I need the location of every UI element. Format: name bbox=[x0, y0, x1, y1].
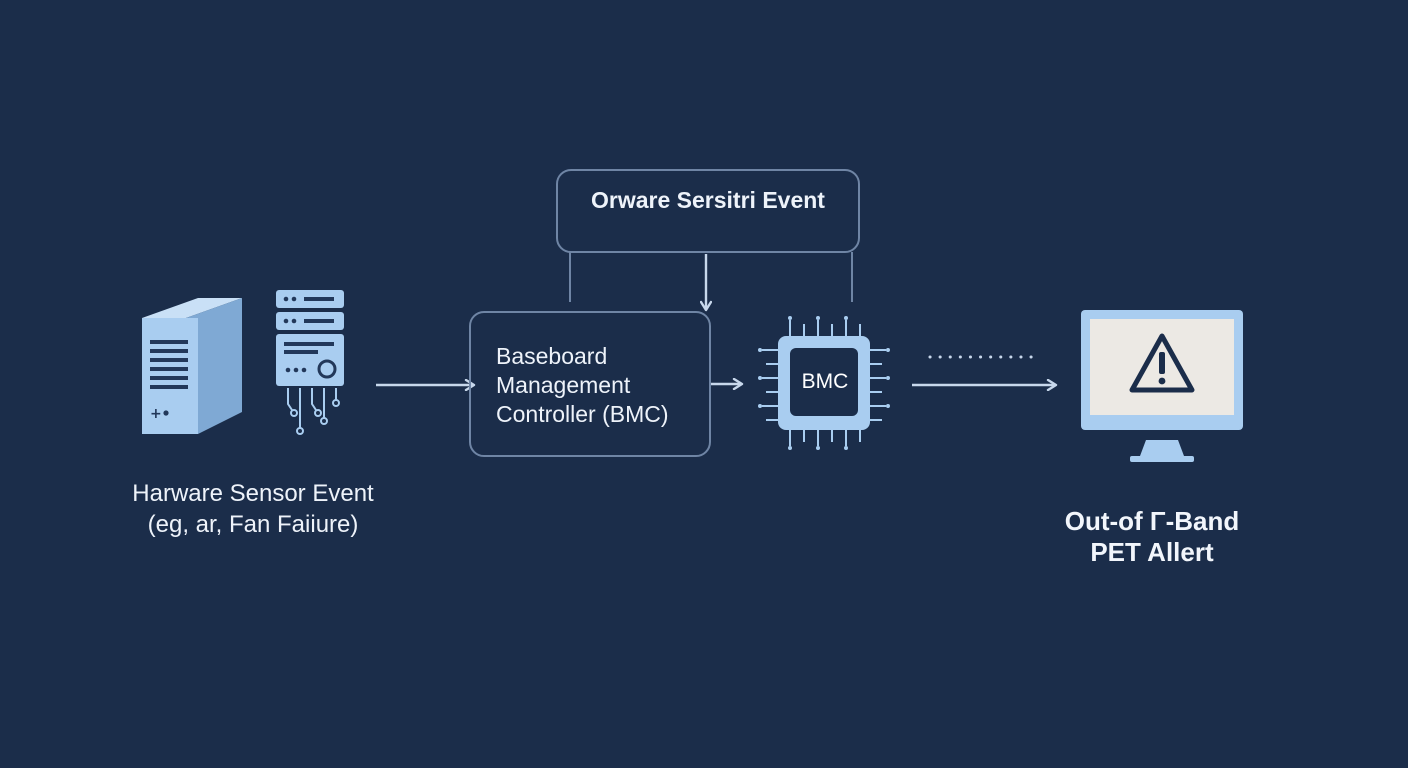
bmc-chip-icon bbox=[758, 316, 890, 450]
bmc-chip-label: BMC bbox=[801, 370, 849, 393]
hardware-event-label: Harware Sensor Event (eg, ar, Fan Faiiur… bbox=[118, 478, 388, 540]
server-rack-icon bbox=[276, 290, 344, 435]
bmc-box-line3: Controller (BMC) bbox=[496, 401, 669, 427]
hardware-event-line1: Harware Sensor Event bbox=[132, 480, 374, 507]
server-tower-icon: + bbox=[142, 298, 242, 434]
bmc-box-line1: Baseboard bbox=[496, 343, 608, 369]
alert-line1: Out-of Γ-Band bbox=[1064, 506, 1240, 536]
bmc-box-label: Baseboard Management Controller (BMC) bbox=[496, 342, 669, 429]
top-event-box bbox=[556, 169, 860, 253]
svg-text:+: + bbox=[150, 406, 162, 422]
monitor-warning-icon bbox=[1081, 310, 1243, 462]
alert-label: Out-of Γ-Band PET Allert bbox=[1052, 506, 1252, 568]
hardware-event-line2: (eg, ar, Fan Faiiure) bbox=[147, 511, 359, 538]
alert-line2: PET Allert bbox=[1090, 537, 1214, 567]
top-event-label: Orware Sersitri Event bbox=[591, 187, 825, 213]
bmc-box bbox=[469, 311, 711, 457]
bmc-box-line2: Management bbox=[496, 372, 631, 398]
